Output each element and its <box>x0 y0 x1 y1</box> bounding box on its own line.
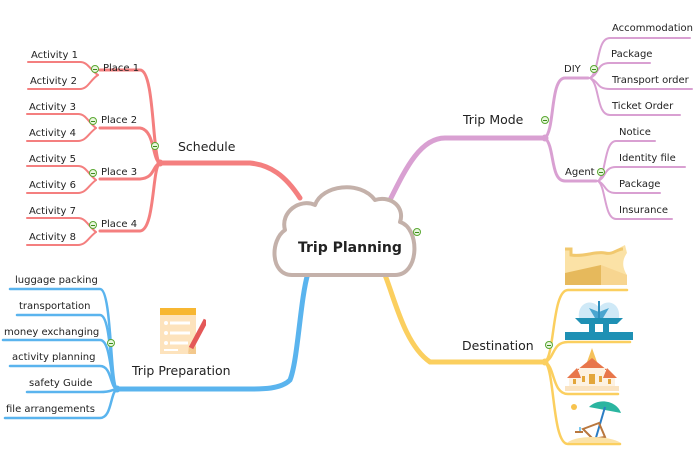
topic-schedule[interactable]: Schedule <box>178 139 236 154</box>
temple-icon <box>565 348 619 391</box>
trip-preparation-collapse-toggle[interactable] <box>107 339 115 347</box>
diy-item-transport-order[interactable]: Transport order <box>612 75 689 86</box>
schedule-collapse-toggle[interactable] <box>151 142 159 150</box>
fountain-icon <box>565 301 633 340</box>
beach-umbrella-icon <box>567 401 621 443</box>
trip-preparation-hub <box>113 385 121 393</box>
trip-mode-collapse-toggle[interactable] <box>541 116 549 124</box>
place-2[interactable]: Place 2 <box>101 115 138 126</box>
topic-trip-preparation[interactable]: Trip Preparation <box>132 363 231 378</box>
trip-preparation-connectors <box>1 270 311 420</box>
prep-item-file-arrangements[interactable]: file arrangements <box>6 404 95 415</box>
place-1[interactable]: Place 1 <box>103 63 140 74</box>
root-collapse-toggle[interactable] <box>413 228 421 236</box>
activity-8[interactable]: Activity 8 <box>29 232 76 243</box>
group-diy[interactable]: DIY <box>564 64 581 75</box>
agent-item-package[interactable]: Package <box>619 179 661 190</box>
checklist-icon <box>160 308 206 354</box>
activity-5[interactable]: Activity 5 <box>29 154 76 165</box>
root-topic[interactable]: Trip Planning <box>298 240 402 256</box>
schedule-hub <box>156 159 164 167</box>
group-agent[interactable]: Agent <box>565 167 595 178</box>
activity-6[interactable]: Activity 6 <box>29 180 76 191</box>
root-cloud-shape[interactable] <box>272 185 417 277</box>
trip-mode-hub <box>541 134 549 142</box>
place-4[interactable]: Place 4 <box>101 219 138 230</box>
place-1-collapse-toggle[interactable] <box>91 65 99 73</box>
place-4-collapse-toggle[interactable] <box>89 221 97 229</box>
activity-2[interactable]: Activity 2 <box>30 76 77 87</box>
diy-item-ticket-order[interactable]: Ticket Order <box>612 101 674 112</box>
activity-4[interactable]: Activity 4 <box>29 128 76 139</box>
topic-trip-mode[interactable]: Trip Mode <box>463 112 524 127</box>
agent-item-identity-file[interactable]: Identity file <box>619 153 676 164</box>
trip-mode-connectors <box>387 37 693 220</box>
destination-hub <box>541 358 549 366</box>
activity-7[interactable]: Activity 7 <box>29 206 76 217</box>
agent-item-notice[interactable]: Notice <box>619 127 651 138</box>
prep-item-luggage-packing[interactable]: luggage packing <box>15 275 98 286</box>
agent-item-insurance[interactable]: Insurance <box>619 205 669 216</box>
prep-item-safety-guide[interactable]: safety Guide <box>29 378 93 389</box>
prep-item-money-exchanging[interactable]: money exchanging <box>4 327 100 338</box>
topic-destination[interactable]: Destination <box>462 338 534 353</box>
prep-item-transportation[interactable]: transportation <box>19 301 91 312</box>
great-wall-icon <box>565 245 627 285</box>
diy-item-package[interactable]: Package <box>611 49 653 60</box>
activity-3[interactable]: Activity 3 <box>29 102 76 113</box>
place-2-collapse-toggle[interactable] <box>89 117 97 125</box>
place-3[interactable]: Place 3 <box>101 167 138 178</box>
activity-1[interactable]: Activity 1 <box>31 50 78 61</box>
place-3-collapse-toggle[interactable] <box>89 169 97 177</box>
agent-collapse-toggle[interactable] <box>597 168 605 176</box>
diy-collapse-toggle[interactable] <box>590 65 598 73</box>
diy-item-accommodation[interactable]: Accommodation <box>612 23 694 34</box>
prep-item-activity-planning[interactable]: activity planning <box>12 352 96 363</box>
destination-collapse-toggle[interactable] <box>545 341 553 349</box>
